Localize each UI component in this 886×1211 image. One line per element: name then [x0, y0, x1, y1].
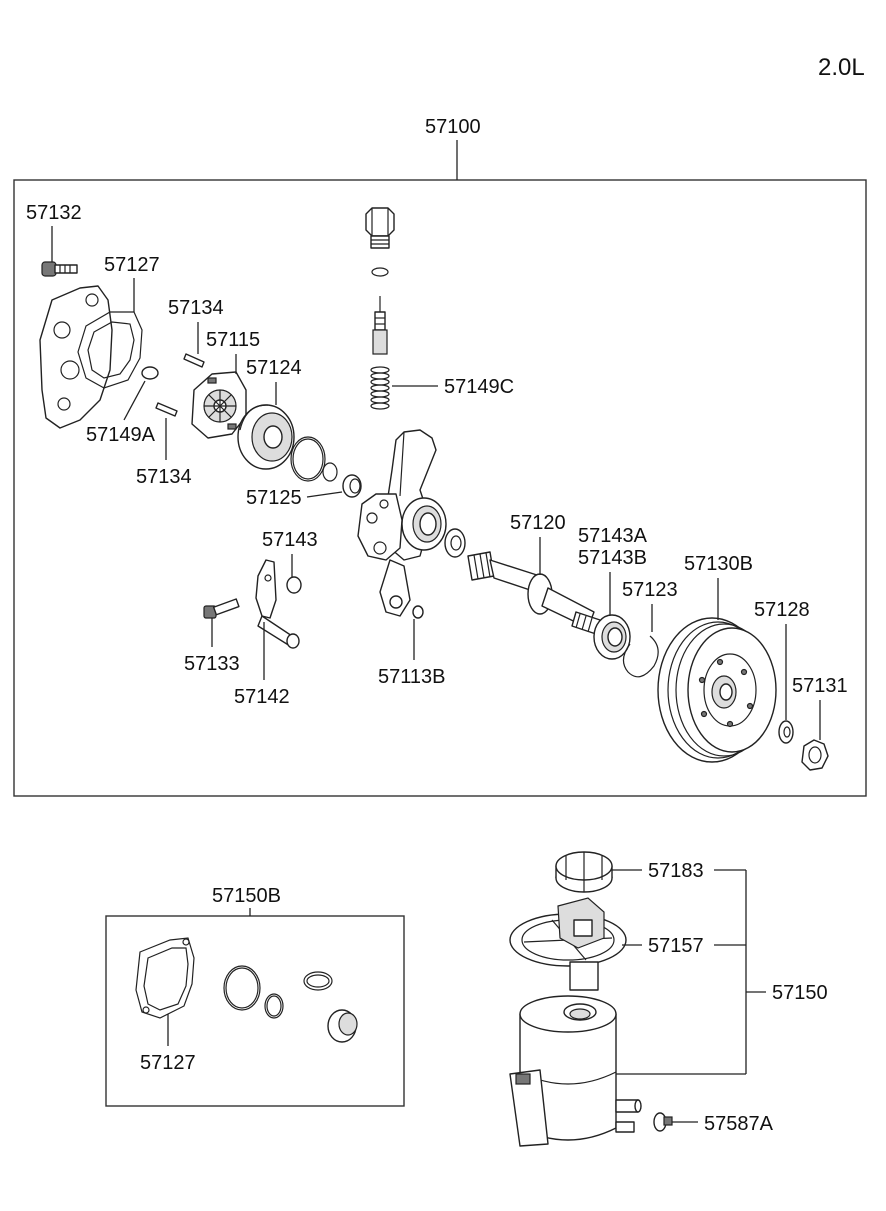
reservoir-strainer-57157 [509, 897, 627, 991]
shaft-57120 [467, 551, 601, 635]
washer-57128 [778, 720, 794, 744]
gasket-57127 [77, 311, 143, 389]
label-57125[interactable]: 57125 [246, 487, 302, 509]
label-57120[interactable]: 57120 [510, 512, 566, 534]
reservoir-cap-57183 [555, 851, 613, 893]
bolt-57133 [203, 598, 240, 619]
label-57130b[interactable]: 57130B [684, 553, 753, 575]
label-57142[interactable]: 57142 [234, 686, 290, 708]
label-57183[interactable]: 57183 [648, 860, 704, 882]
pulley-57130b [657, 617, 777, 763]
label-57143b[interactable]: 57143B [578, 547, 647, 569]
leader-57149a [123, 380, 146, 421]
label-57157[interactable]: 57157 [648, 935, 704, 957]
label-57149c[interactable]: 57149C [444, 376, 514, 398]
label-57150b[interactable]: 57150B [212, 885, 281, 907]
pin-57134-upper [183, 353, 205, 368]
label-57127-b[interactable]: 57127 [140, 1052, 196, 1074]
pin-57134-lower [155, 402, 178, 417]
label-57124[interactable]: 57124 [246, 357, 302, 379]
label-57132[interactable]: 57132 [26, 202, 82, 224]
seal-kit-frame [105, 915, 405, 1107]
pump-body [357, 429, 447, 617]
o-ring-57143 [286, 576, 302, 594]
label-57587a[interactable]: 57587A [704, 1113, 774, 1135]
label-57133[interactable]: 57133 [184, 653, 240, 675]
side-plate-57124 [237, 404, 295, 470]
spring-57149c [370, 366, 390, 410]
reservoir-tank [509, 995, 642, 1147]
label-57128[interactable]: 57128 [754, 599, 810, 621]
label-57143[interactable]: 57143 [262, 529, 318, 551]
rear-cover [39, 285, 113, 429]
label-57115[interactable]: 57115 [206, 329, 260, 351]
o-ring-57149a [141, 366, 159, 380]
label-57134-a[interactable]: 57134 [168, 297, 224, 319]
label-57127-a[interactable]: 57127 [104, 254, 160, 276]
label-57134-b[interactable]: 57134 [136, 466, 192, 488]
label-57149a[interactable]: 57149A [86, 424, 156, 446]
o-rings-57125 [290, 436, 362, 498]
seal-kit-o-rings [223, 965, 358, 1043]
flow-control-valve [372, 296, 388, 355]
label-57100[interactable]: 57100 [425, 116, 481, 138]
engine-spec-label: 2.0L [818, 54, 865, 81]
leader-57125 [306, 491, 343, 498]
nut-57131 [801, 739, 829, 771]
o-ring-57113b [412, 605, 424, 619]
connector-fitting [365, 207, 395, 277]
bolt-57132 [41, 261, 78, 277]
label-57131[interactable]: 57131 [792, 675, 848, 697]
pipe-bracket-57142 [255, 559, 300, 649]
bearing-57143 [593, 614, 631, 660]
label-57143a[interactable]: 57143A [578, 525, 648, 547]
snap-ring-57123 [622, 635, 659, 678]
label-57113b[interactable]: 57113B [378, 666, 445, 688]
label-57123[interactable]: 57123 [622, 579, 678, 601]
pump-assembly-frame [13, 179, 867, 797]
seal-kit-gasket [135, 937, 195, 1019]
label-57150[interactable]: 57150 [772, 982, 828, 1004]
washer [444, 528, 466, 558]
hose-clamp-57587a [653, 1112, 673, 1132]
cam-ring-57115 [191, 371, 247, 439]
